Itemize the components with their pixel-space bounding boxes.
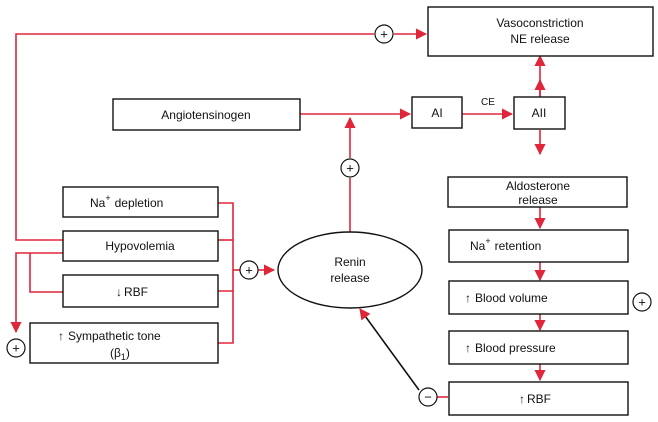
blood-pressure-text: ↑ Blood pressure <box>465 341 556 355</box>
na-symbol: Na <box>90 196 106 210</box>
connector-bracket-sympathetic <box>218 291 234 344</box>
rbf-right-text: ↑RBF <box>519 392 551 406</box>
plus-sign-renin-left: + <box>239 260 259 280</box>
connector-bracket-na-depletion <box>218 202 234 270</box>
beta-close: ) <box>126 346 130 360</box>
aldosterone-release-label: release <box>518 193 558 207</box>
plus-sign-renin-up: + <box>340 158 360 178</box>
connector-minus-to-renin <box>359 308 420 391</box>
aii-label: AII <box>532 106 547 120</box>
rbf-right-box: ↑RBF <box>448 381 629 416</box>
na-retention-box: Na+ retention <box>448 229 629 263</box>
plus-label: + <box>12 341 20 356</box>
na-depletion-box: Na+ depletion <box>62 186 219 218</box>
connector-hypovolemia-to-rbf <box>29 253 63 293</box>
rbf-left-text: ↓RBF <box>116 285 148 299</box>
blood-volume-text: ↑ Blood volume <box>465 291 548 305</box>
plus-sign-blood-volume: + <box>632 292 652 312</box>
plus-sign-sympathetic: + <box>6 338 26 358</box>
renin-release-node: Renin release <box>277 231 423 309</box>
increase-arrow-icon: ↑ <box>465 341 471 355</box>
rbf-right-label: RBF <box>527 392 551 406</box>
plus-label: + <box>380 27 388 42</box>
sympathetic-tone-label: Sympathetic tone <box>68 329 161 343</box>
sympathetic-tone-box: ↑ Sympathetic tone (β1) <box>29 322 219 364</box>
increase-arrow-icon: ↑ <box>465 291 471 305</box>
sympathetic-tone-text: ↑ Sympathetic tone <box>58 329 161 343</box>
plus-label: + <box>638 295 646 310</box>
increase-arrow-icon: ↑ <box>519 392 525 406</box>
ai-label: AI <box>431 106 442 120</box>
na-charge: + <box>485 236 490 246</box>
connector-hypovolemia-to-sympathetic <box>10 252 63 334</box>
hypovolemia-box: Hypovolemia <box>62 230 219 262</box>
angiotensinogen-box: Angiotensinogen <box>112 98 301 131</box>
renin-label: Renin <box>334 255 365 269</box>
aldosterone-box: Aldosterone release <box>447 176 628 208</box>
blood-volume-label: Blood volume <box>475 291 548 305</box>
rbf-left-box: ↓RBF <box>62 274 219 308</box>
ce-label: CE <box>481 97 495 108</box>
beta-subscript: 1 <box>121 352 126 362</box>
na-retention-text: Na+ retention <box>470 236 541 253</box>
minus-label: − <box>424 390 432 405</box>
blood-volume-box: ↑ Blood volume <box>448 280 629 315</box>
ne-release-label: NE release <box>510 32 570 46</box>
blood-pressure-label: Blood pressure <box>475 341 556 355</box>
increase-arrow-icon: ↑ <box>58 329 64 343</box>
rbf-left-label: RBF <box>124 285 148 299</box>
na-depletion-text: Na+ depletion <box>90 193 163 210</box>
connector-bracket-rbf <box>218 270 234 292</box>
vasoconstriction-label: Vasoconstriction <box>496 16 583 30</box>
plus-label: + <box>245 263 253 278</box>
plus-label: + <box>346 161 354 176</box>
na-depletion-label: depletion <box>115 196 164 210</box>
aldosterone-label: Aldosterone <box>506 179 570 193</box>
na-charge: + <box>105 193 110 203</box>
beta-label: (β <box>110 346 121 360</box>
na-symbol: Na <box>470 239 486 253</box>
beta-receptor-text: (β1) <box>110 346 130 362</box>
aii-box: AII <box>513 96 566 130</box>
vasoconstriction-box: Vasoconstriction NE release <box>427 6 654 57</box>
hypovolemia-label: Hypovolemia <box>105 239 175 253</box>
ai-box: AI <box>411 96 463 129</box>
angiotensinogen-label: Angiotensinogen <box>161 108 250 122</box>
renin-release-label: release <box>330 271 370 285</box>
decrease-arrow-icon: ↓ <box>116 285 122 299</box>
minus-sign-rbf: − <box>418 387 438 407</box>
plus-sign-top: + <box>374 24 394 44</box>
connector-hypovolemia-to-vasoconstriction <box>15 33 374 241</box>
na-retention-label: retention <box>495 239 542 253</box>
blood-pressure-box: ↑ Blood pressure <box>448 330 629 365</box>
